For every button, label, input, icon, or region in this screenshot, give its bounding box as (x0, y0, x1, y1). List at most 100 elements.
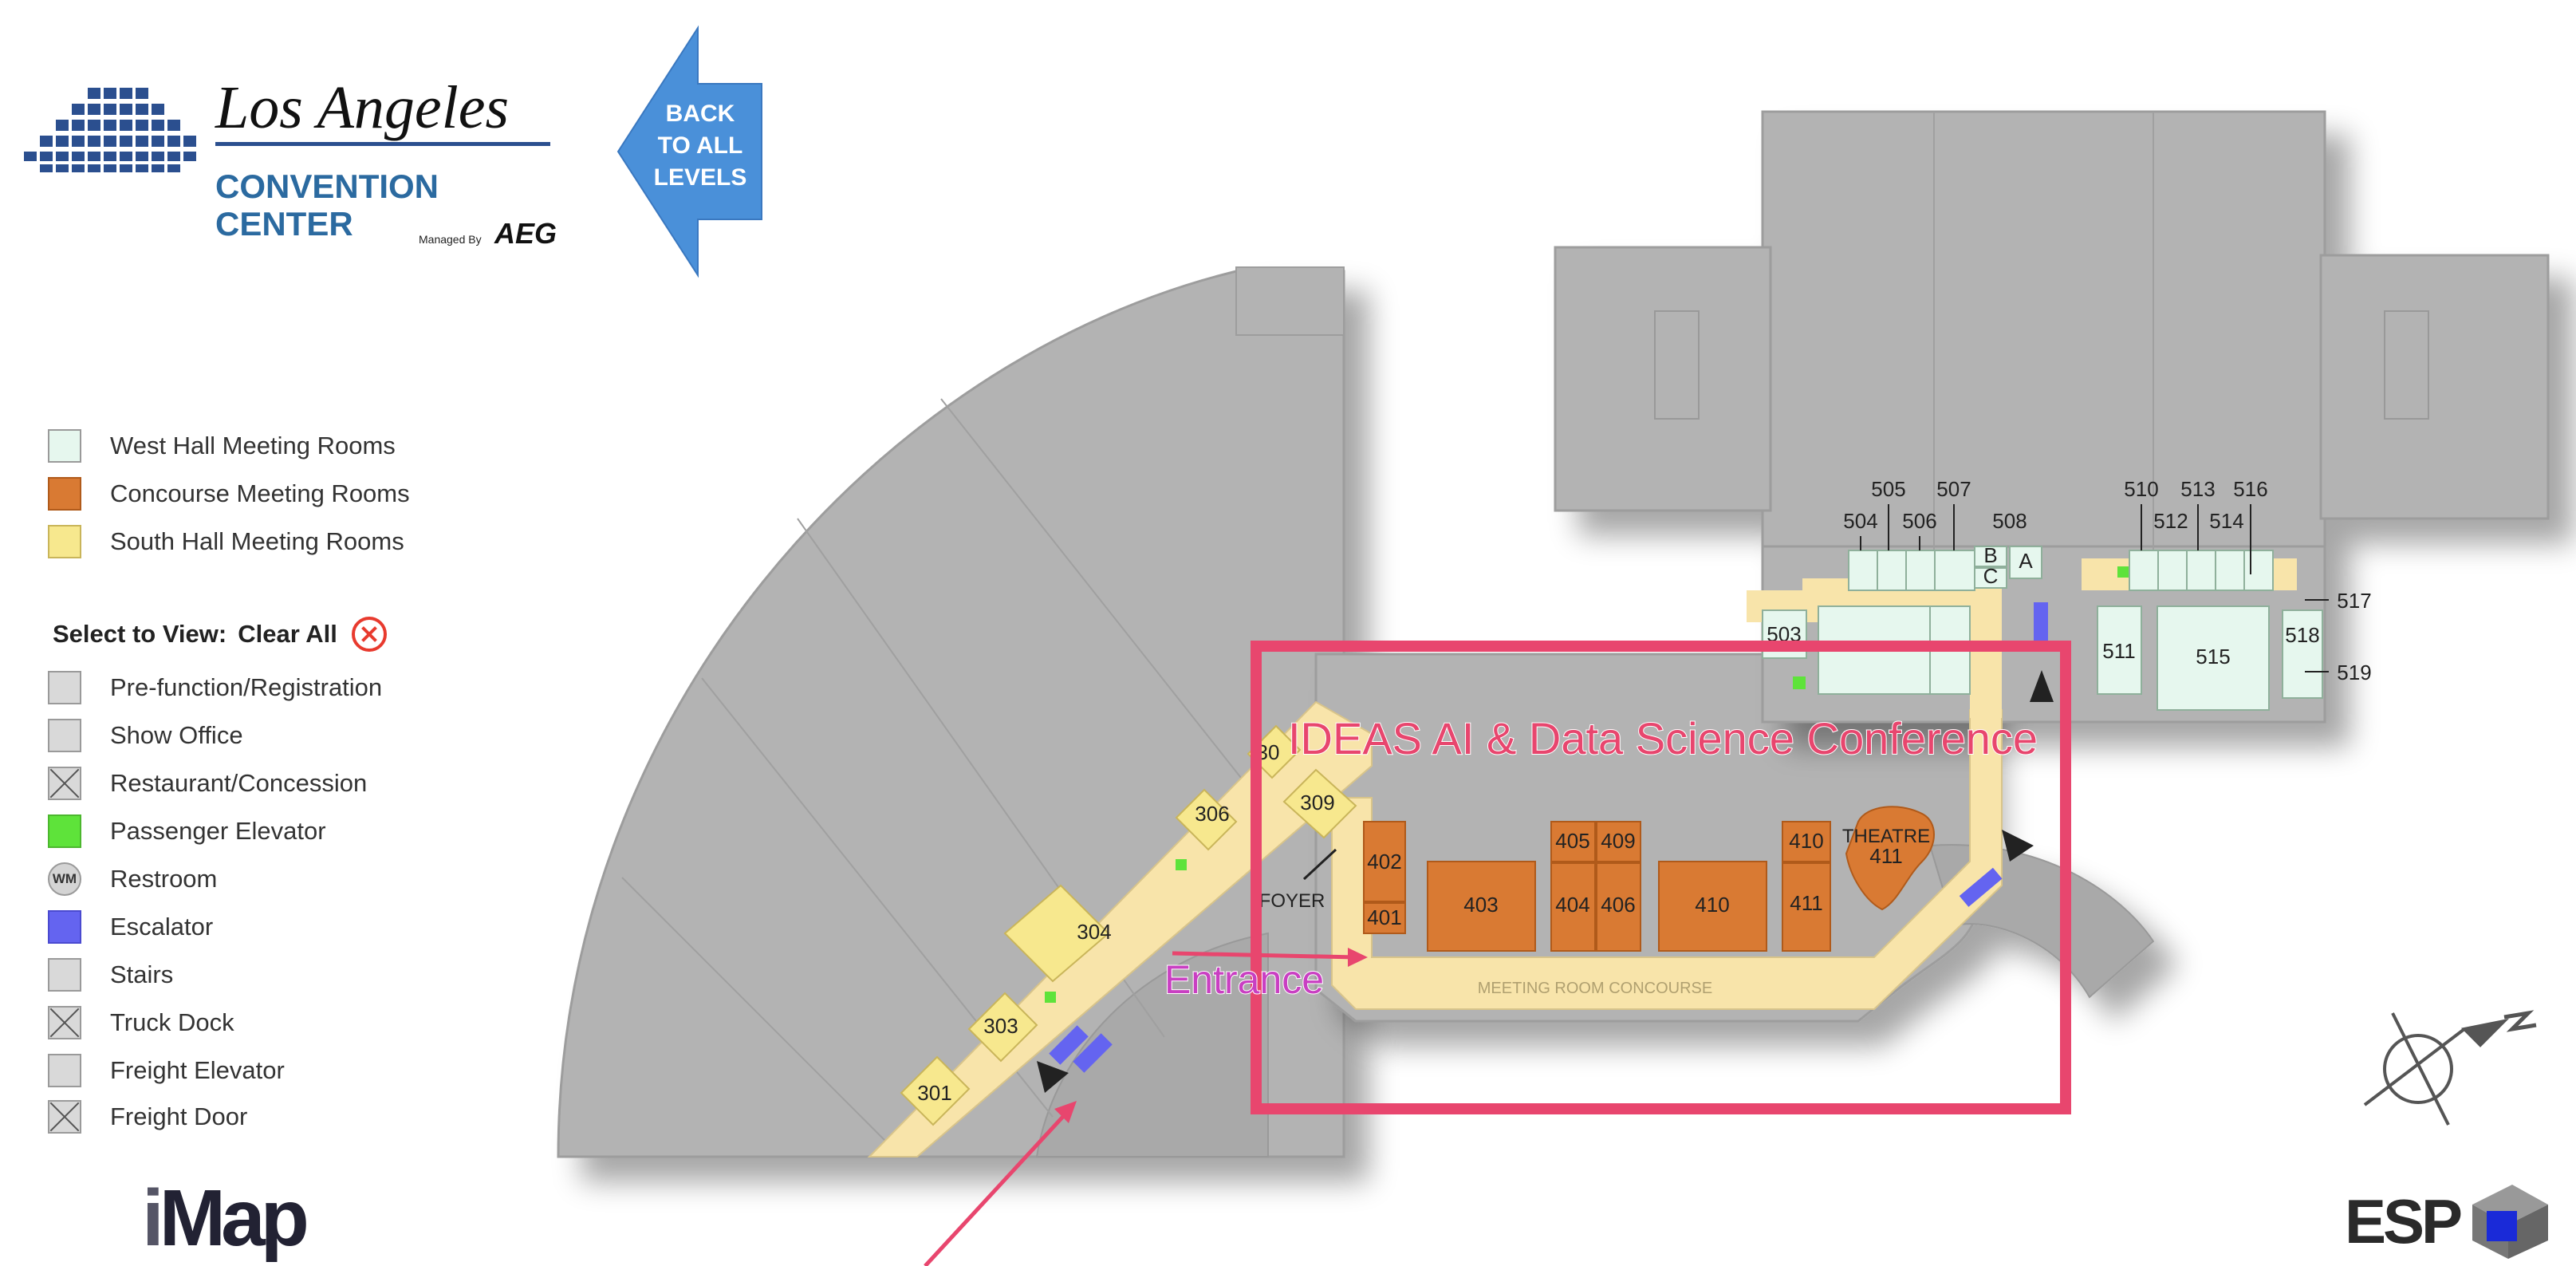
entrance-arrow-bottom (924, 1109, 1070, 1266)
room-409[interactable] (1782, 862, 1831, 952)
legend-label: Restaurant/Concession (110, 769, 368, 797)
filter-freight-door[interactable]: Freight Door (48, 1098, 247, 1136)
filter-show-office[interactable]: Show Office (48, 716, 243, 755)
room-515[interactable] (2157, 605, 2270, 711)
cross-box-icon (48, 1006, 81, 1039)
filter-stairs[interactable]: Stairs (48, 956, 173, 994)
filter-restaurant[interactable]: Restaurant/Concession (48, 764, 367, 803)
room-408[interactable] (1658, 861, 1767, 952)
clear-x-icon[interactable] (351, 617, 387, 652)
room-504[interactable] (1848, 550, 1878, 591)
concourse-label: MEETING ROOM CONCOURSE (1478, 980, 1712, 997)
room-513[interactable] (2186, 550, 2216, 591)
legend-south-hall[interactable]: South Hall Meeting Rooms (48, 523, 404, 561)
room-309[interactable] (1282, 768, 1357, 839)
west-hall-swatch-icon (48, 429, 81, 463)
room-a-label: A (2019, 549, 2033, 573)
room-518[interactable] (2282, 609, 2323, 699)
room-405[interactable] (1550, 821, 1596, 862)
legend-label: South Hall Meeting Rooms (110, 527, 404, 555)
select-to-view-heading: Select to View: Clear All (53, 617, 387, 652)
filter-passenger-elevator[interactable]: Passenger Elevator (48, 812, 326, 850)
room-403[interactable] (1427, 861, 1536, 952)
filter-prefunction[interactable]: Pre-function/Registration (48, 668, 382, 707)
room-301[interactable] (900, 1055, 971, 1126)
room-402[interactable] (1363, 821, 1406, 902)
south-hall-swatch-icon (48, 525, 81, 558)
room-304[interactable] (1003, 884, 1110, 983)
cross-box-icon (48, 1100, 81, 1134)
filter-freight-elevator[interactable]: Freight Elevator (48, 1051, 285, 1090)
south-hall-building (557, 266, 1345, 1158)
imap-rest: Map (159, 1173, 309, 1263)
room-505-label: 505 (1871, 477, 1905, 501)
room-405-label: 405 (1555, 829, 1589, 853)
room-309-label: 309 (1300, 791, 1334, 814)
logo-script: Los Angeles (215, 74, 509, 141)
room-303[interactable] (967, 992, 1038, 1063)
room-406[interactable] (1596, 862, 1641, 952)
room-504-label: 504 (1843, 509, 1877, 533)
room-401[interactable] (1363, 902, 1406, 934)
room-306-label: 306 (1195, 802, 1229, 826)
room-410[interactable] (1782, 821, 1831, 862)
esp-cube-icon (2472, 1185, 2548, 1259)
room-511[interactable] (2097, 605, 2142, 695)
room-510[interactable] (2129, 550, 2159, 591)
room-514[interactable] (2215, 550, 2245, 591)
room-515-label: 515 (2196, 645, 2230, 668)
room-507[interactable] (1934, 550, 1975, 591)
legend-label: Truck Dock (110, 1008, 234, 1036)
filter-restroom[interactable]: WM Restroom (48, 860, 217, 898)
foyer-label: FOYER (1259, 890, 1325, 912)
entrance-arrow-top (1172, 951, 1357, 960)
room-511-label: 511 (2102, 639, 2135, 663)
room-411-theatre[interactable] (1845, 806, 1935, 911)
legend-concourse[interactable]: Concourse Meeting Rooms (48, 475, 410, 513)
logo-line2: CENTER (215, 205, 353, 243)
back-to-all-levels-button[interactable]: BACK TO ALL LEVELS (614, 24, 766, 279)
elevator-south[interactable] (1045, 992, 1056, 1003)
logo-line1: CONVENTION (215, 168, 439, 205)
room-404[interactable] (1550, 862, 1596, 952)
room-508b[interactable] (1974, 546, 2007, 567)
concourse-swatch-icon (48, 477, 81, 511)
elevator-west[interactable] (1793, 676, 1806, 689)
room-508-label: 508 (1992, 509, 2027, 533)
escalator-concourse[interactable] (1959, 867, 2003, 907)
legend-label: Stairs (110, 960, 174, 988)
room-514-label: 514 (2209, 509, 2243, 533)
room-410-label: 410 (1789, 829, 1823, 853)
filter-truck-dock[interactable]: Truck Dock (48, 1004, 234, 1042)
room-512[interactable] (2157, 550, 2188, 591)
legend-label: Pre-function/Registration (110, 673, 383, 701)
elevator-west-2[interactable] (2117, 566, 2129, 578)
room-407[interactable] (1596, 821, 1641, 862)
clear-all-button[interactable]: Clear All (238, 620, 337, 648)
stairs-arrow-west (2030, 670, 2054, 702)
room-519-label: 519 (2337, 661, 2371, 684)
cross-box-icon (48, 767, 81, 800)
esp-logo: ESP (2345, 1185, 2548, 1259)
filter-escalator[interactable]: Escalator (48, 908, 213, 946)
room-516[interactable] (2243, 550, 2274, 591)
stairs-arrow-south (1037, 1061, 1069, 1093)
room-508c[interactable] (1974, 567, 2007, 589)
room-306[interactable] (1175, 788, 1238, 851)
theatre-label: THEATRE (1842, 826, 1930, 847)
legend-west-hall[interactable]: West Hall Meeting Rooms (48, 427, 396, 465)
escalator-south-2[interactable] (1073, 1033, 1113, 1073)
room-b-label: B (1983, 543, 1997, 567)
compass-icon (2363, 1010, 2537, 1126)
escalator-south[interactable] (1049, 1025, 1089, 1065)
west-hall-rooms: 503 504 505 506 507 508 B C A 510 511 51… (1762, 477, 2372, 711)
elevator-south-2[interactable] (1176, 859, 1187, 870)
room-506[interactable] (1905, 550, 1936, 591)
room-508a[interactable] (2009, 546, 2042, 579)
back-line3: LEVELS (654, 164, 747, 191)
escalator-west[interactable] (2034, 602, 2048, 641)
room-505[interactable] (1877, 550, 1907, 591)
imap-logo: iMap (142, 1173, 309, 1264)
room-404-label: 404 (1555, 893, 1589, 917)
